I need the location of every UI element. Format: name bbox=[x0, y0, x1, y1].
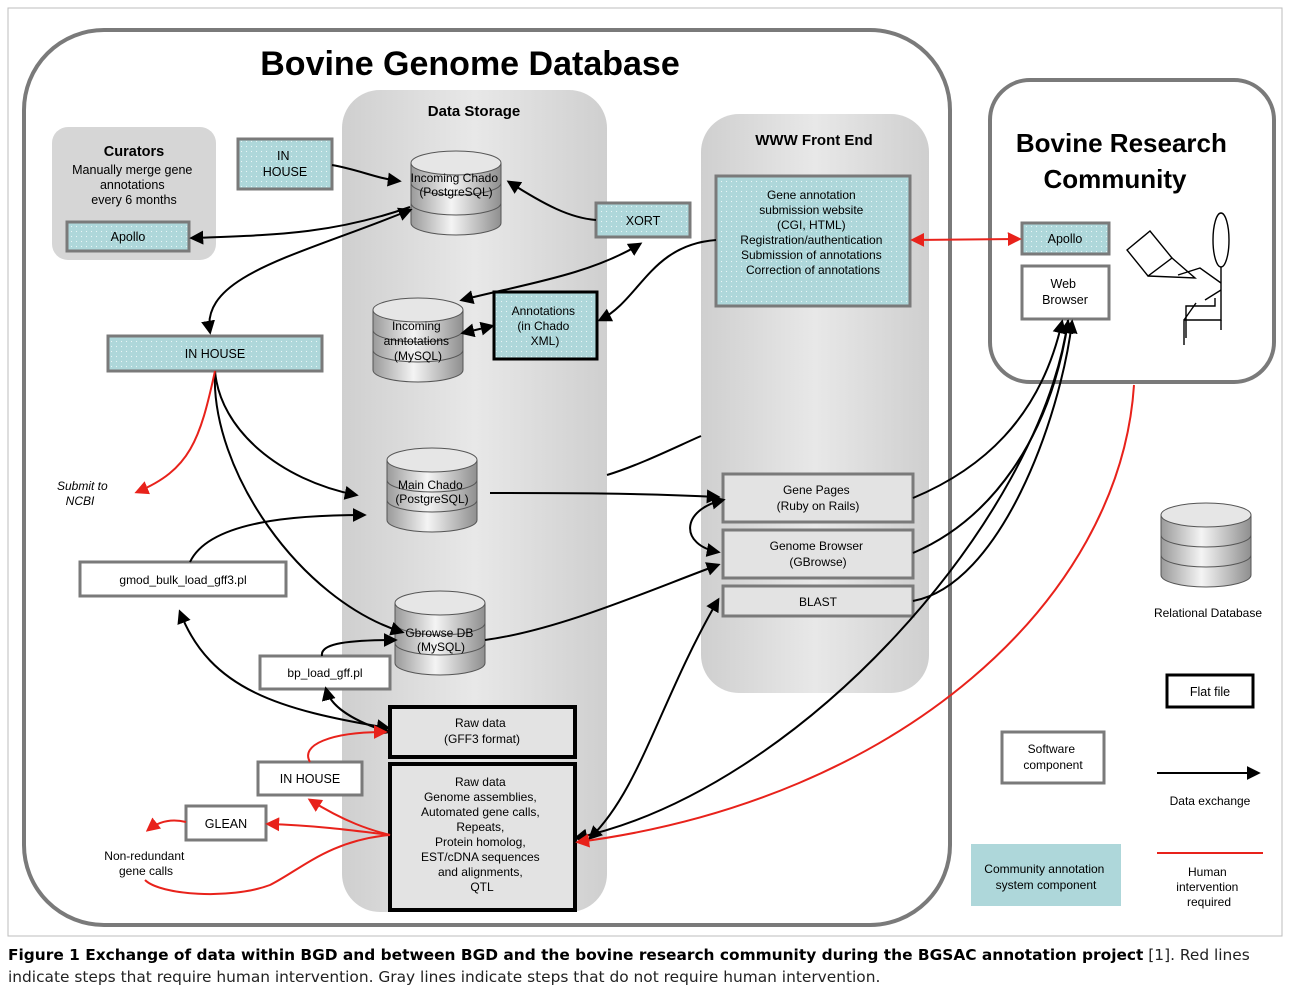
community-apollo-label: Apollo bbox=[1048, 232, 1083, 246]
blast-box bbox=[721, 584, 915, 618]
curators-apollo-box bbox=[65, 220, 191, 253]
web-browser-label: Web Browser bbox=[1042, 277, 1088, 307]
gene-pages-box bbox=[721, 472, 915, 524]
raw-gff3-label: Raw data (GFF3 format) bbox=[444, 716, 520, 746]
bp-loader-label: bp_load_gff.pl bbox=[287, 666, 362, 680]
xort-label: XORT bbox=[626, 214, 661, 228]
gmod-loader-label: gmod_bulk_load_gff3.pl bbox=[119, 573, 246, 587]
bgd-panel bbox=[22, 28, 952, 927]
figure-frame bbox=[7, 7, 1283, 937]
blast-label: BLAST bbox=[799, 595, 838, 609]
web-browser-box bbox=[1020, 264, 1111, 321]
in-house-bottom-label: IN HOUSE bbox=[280, 772, 340, 786]
main-title: Bovine Genome Database bbox=[260, 45, 679, 83]
legend-human-label: Human intervention required bbox=[1176, 865, 1241, 909]
in-house-top-label: IN HOUSE bbox=[263, 149, 307, 179]
legend-flat-file-label: Flat file bbox=[1190, 685, 1230, 699]
submit-ncbi-label: Submit to NCBI bbox=[57, 479, 111, 508]
curators-apollo-label: Apollo bbox=[111, 230, 146, 244]
gmod-loader-box bbox=[78, 560, 288, 598]
raw-gff3-box bbox=[388, 705, 577, 759]
figure-caption: Figure 1 Exchange of data within BGD and… bbox=[8, 944, 1282, 988]
diagram-canvas: Bovine Genome Database Data Storage WWW … bbox=[7, 7, 1283, 937]
community-apollo-box bbox=[1020, 221, 1111, 256]
in-house-mid-label: IN HOUSE bbox=[185, 347, 245, 361]
genome-browser-box bbox=[721, 528, 915, 580]
community-title: Bovine Research Community bbox=[1016, 128, 1234, 194]
user-figure-icon bbox=[1126, 212, 1230, 345]
www-front-end-label: WWW Front End bbox=[755, 132, 872, 149]
glean-label: GLEAN bbox=[205, 817, 247, 831]
curators-title: Curators bbox=[104, 144, 164, 160]
legend-community-label: Community annotation system component bbox=[984, 862, 1107, 892]
legend-software-box bbox=[1000, 730, 1106, 785]
data-exchange-connectors bbox=[177, 164, 1078, 843]
main-chado-label: Main Chado (PostgreSQL) bbox=[395, 478, 468, 506]
data-storage-label: Data Storage bbox=[428, 103, 521, 120]
xort-box bbox=[594, 201, 692, 239]
legend-data-exchange-label: Data exchange bbox=[1170, 794, 1251, 808]
gbrowse-db-label: Gbrowse DB (MySQL) bbox=[405, 626, 476, 654]
submission-website-box bbox=[714, 174, 912, 308]
legend-community-box bbox=[971, 844, 1121, 906]
gene-pages-label: Gene Pages (Ruby on Rails) bbox=[777, 483, 860, 513]
curators-description: Manually merge gene annotations every 6 … bbox=[72, 163, 196, 207]
annotations-xml-label: Annotations (in Chado XML) bbox=[512, 304, 579, 348]
human-intervention-connectors bbox=[134, 232, 1135, 896]
incoming-chado-label: Incoming Chado (PostgreSQL) bbox=[411, 171, 502, 199]
submission-website-label: Gene annotation submission website (CGI,… bbox=[740, 188, 885, 277]
legend-flat-file-box bbox=[1165, 673, 1255, 709]
nonredundant-label: Non-redundant gene calls bbox=[104, 849, 187, 878]
legend-database-icon bbox=[1160, 502, 1252, 588]
caption-bold: Figure 1 Exchange of data within BGD and… bbox=[8, 946, 1144, 964]
in-house-top-box bbox=[236, 137, 334, 191]
genome-browser-label: Genome Browser (GBrowse) bbox=[770, 539, 867, 569]
raw-data-label: Raw data Genome assemblies, Automated ge… bbox=[421, 775, 543, 894]
legend-relational-db-label: Relational Database bbox=[1154, 606, 1262, 620]
caption-rest: [1]. Red lines indicate steps that requi… bbox=[8, 946, 1250, 986]
legend-software-label: Software component bbox=[1023, 742, 1083, 772]
